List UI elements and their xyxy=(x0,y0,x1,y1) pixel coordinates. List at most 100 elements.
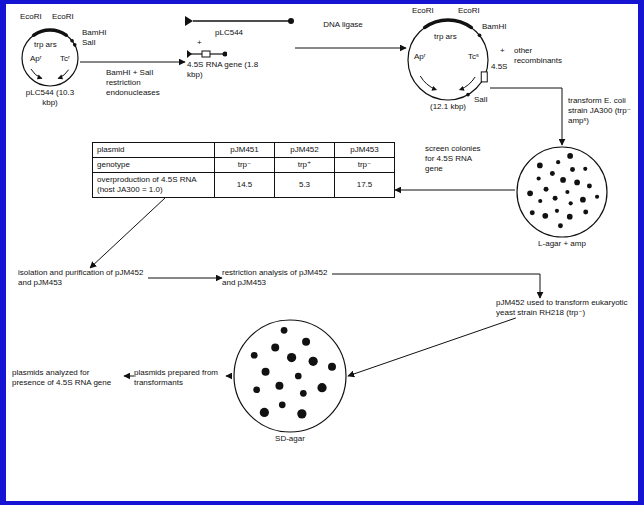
site-label: other recombinants xyxy=(514,46,570,66)
process-step: restriction analysis of pJM452 and pJM45… xyxy=(222,268,332,288)
colony xyxy=(295,373,302,380)
colony xyxy=(565,190,569,194)
petri-dish xyxy=(517,147,607,237)
agar-plate: SD-agar xyxy=(232,318,348,444)
flow-arrow xyxy=(490,88,562,145)
colony xyxy=(574,180,580,186)
colony xyxy=(302,338,310,346)
colony xyxy=(550,171,555,176)
arrow-tip xyxy=(37,75,43,80)
site-label: Tcˢ xyxy=(468,52,479,62)
colony xyxy=(279,401,286,408)
plasmidA-figure xyxy=(20,28,80,88)
colony xyxy=(309,357,318,366)
colony xyxy=(271,344,279,352)
flow-arrow xyxy=(90,198,165,268)
node-text: + xyxy=(185,38,295,48)
process-step: plasmids prepared from transformants xyxy=(134,368,226,388)
plasmid-ring xyxy=(408,20,488,100)
colony xyxy=(262,368,270,376)
colony xyxy=(527,190,533,196)
table-cell: trp⁻ xyxy=(335,158,395,173)
ecori-site xyxy=(32,34,35,37)
colony xyxy=(556,160,560,164)
site-label: 4.5S xyxy=(491,62,507,72)
tetracycline-gene-arrow xyxy=(58,70,68,79)
colony xyxy=(567,214,573,220)
bamhi-site xyxy=(70,39,74,43)
colony xyxy=(553,196,558,201)
flow-arrow xyxy=(395,190,515,191)
node-text: restriction analysis of pJM452 and pJM45… xyxy=(222,268,332,288)
site-label: SalI xyxy=(474,95,488,105)
table-cell: 14.5 xyxy=(215,173,275,198)
node-text: SD-agar xyxy=(232,434,348,444)
site-label: trp ars xyxy=(34,40,57,50)
restriction-fragments: pLC544+4.5S RNA gene (1.8 kbp) xyxy=(185,14,295,80)
dishA-figure xyxy=(515,145,609,239)
bamhi-site xyxy=(478,34,482,38)
vector-fragment xyxy=(193,20,289,22)
process-step: plasmids analyzed for presence of 4.5S R… xyxy=(12,368,124,388)
colony xyxy=(251,352,258,359)
table-cell: genotype xyxy=(93,158,215,173)
table-cell: trp⁺ xyxy=(275,158,335,173)
table-cell: 5.3 xyxy=(275,173,335,198)
site-label: EcoRI xyxy=(20,12,42,22)
table-cell: overproduction of 4.5S RNA (host JA300 =… xyxy=(93,173,215,198)
site-label: BamHI xyxy=(482,22,506,32)
colony xyxy=(275,382,283,390)
colony xyxy=(538,199,542,203)
site-label: + xyxy=(500,46,505,56)
backbone-figure xyxy=(185,14,295,28)
colony xyxy=(530,210,535,215)
bamhi-end xyxy=(185,16,193,26)
bamhi-end xyxy=(187,50,192,58)
table-cell: 17.5 xyxy=(335,173,395,198)
step-label: transform E. coli strain JA300 (trp⁻ amp… xyxy=(568,96,634,126)
colony xyxy=(328,363,336,371)
page-panel xyxy=(6,4,638,501)
colony xyxy=(281,327,288,334)
site-label: SalI xyxy=(82,38,96,48)
table-cell: pJM453 xyxy=(335,143,395,158)
site-label: Apʳ xyxy=(30,54,42,64)
step-label: DNA ligase xyxy=(318,20,368,30)
site-label: Tcʳ xyxy=(60,54,70,64)
flow-arrow xyxy=(332,274,540,298)
colony xyxy=(544,187,549,192)
trp-ars-insert xyxy=(424,20,471,28)
step-label: screen colonies for 4.5S RNA gene xyxy=(425,144,487,174)
4-5s-gene-box xyxy=(202,51,210,57)
arrow-tip xyxy=(459,86,465,91)
agar-plate: L-agar + amp xyxy=(515,145,609,249)
colony xyxy=(287,353,296,362)
ecori-site xyxy=(470,26,473,29)
data-table: plasmidpJM451pJM452pJM453genotypetrp⁻trp… xyxy=(92,142,395,198)
arrow-tip xyxy=(58,75,64,80)
site-label: trp ars xyxy=(434,32,457,42)
colony xyxy=(570,167,575,172)
colony xyxy=(558,223,563,228)
plasmid-ring xyxy=(22,30,78,86)
colony xyxy=(569,201,573,205)
colony xyxy=(555,209,559,213)
colony xyxy=(583,167,587,171)
ecori-site xyxy=(423,26,426,29)
table-cell: plasmid xyxy=(93,143,215,158)
ampicillin-gene-arrow xyxy=(31,69,42,78)
table-cell: pJM451 xyxy=(215,143,275,158)
arrow-tip xyxy=(432,86,438,91)
node-text: isolation and purification of pJM452 and… xyxy=(18,268,148,288)
site-label: EcoRI xyxy=(52,12,74,22)
node-text: pJM452 used to transform eukaryotic yeas… xyxy=(496,298,628,318)
sali-end xyxy=(288,18,294,24)
step-label: BamHI + SalI restriction endonucleases xyxy=(106,68,176,98)
table-cell: trp⁻ xyxy=(215,158,275,173)
flow-arrow xyxy=(348,318,516,376)
node-text: pLC544 xyxy=(185,28,295,38)
colony xyxy=(567,153,573,159)
4-5s-gene-insert xyxy=(481,72,487,82)
colony xyxy=(542,213,548,219)
site-label: Apʳ xyxy=(414,52,426,62)
